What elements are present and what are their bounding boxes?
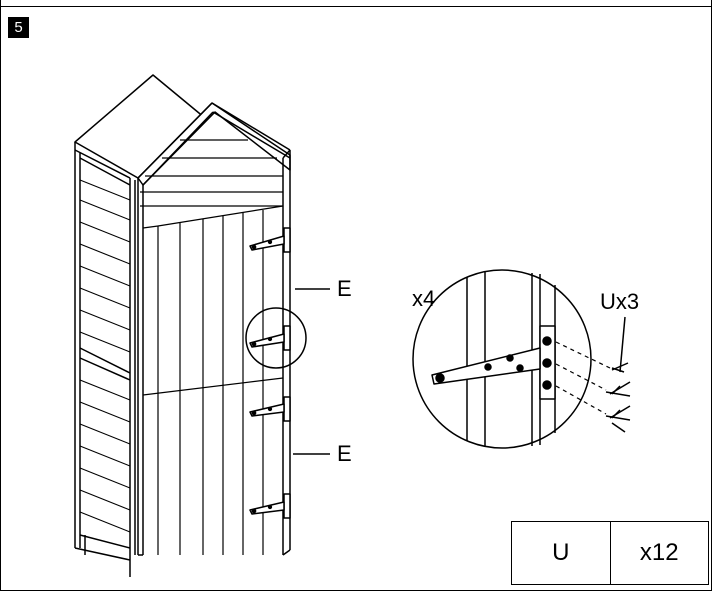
gable-slats	[140, 139, 283, 207]
screw-quantity-label: Ux3	[600, 289, 640, 314]
roof	[74, 74, 291, 186]
parts-table-part: U	[512, 522, 611, 584]
front-door	[142, 205, 284, 555]
detail-view	[412, 269, 592, 449]
side-slats	[79, 179, 131, 533]
hinge-1	[249, 227, 291, 253]
hinge-2	[249, 325, 291, 351]
screws	[605, 316, 631, 433]
highlight-circle	[245, 307, 307, 369]
hinge-4	[249, 493, 291, 519]
side-panel	[74, 149, 136, 577]
screw-guides	[555, 341, 611, 415]
callout-label-top: E	[337, 276, 352, 301]
step-number-badge: 5	[8, 17, 29, 38]
hinge-3	[249, 396, 291, 422]
callout-label-bottom: E	[337, 441, 352, 466]
front-frame	[137, 149, 291, 556]
parts-table: U x12	[511, 521, 709, 585]
parts-table-qty: x12	[639, 539, 679, 566]
hinge-quantity-label: x4	[412, 286, 436, 311]
top-rule	[0, 6, 712, 7]
